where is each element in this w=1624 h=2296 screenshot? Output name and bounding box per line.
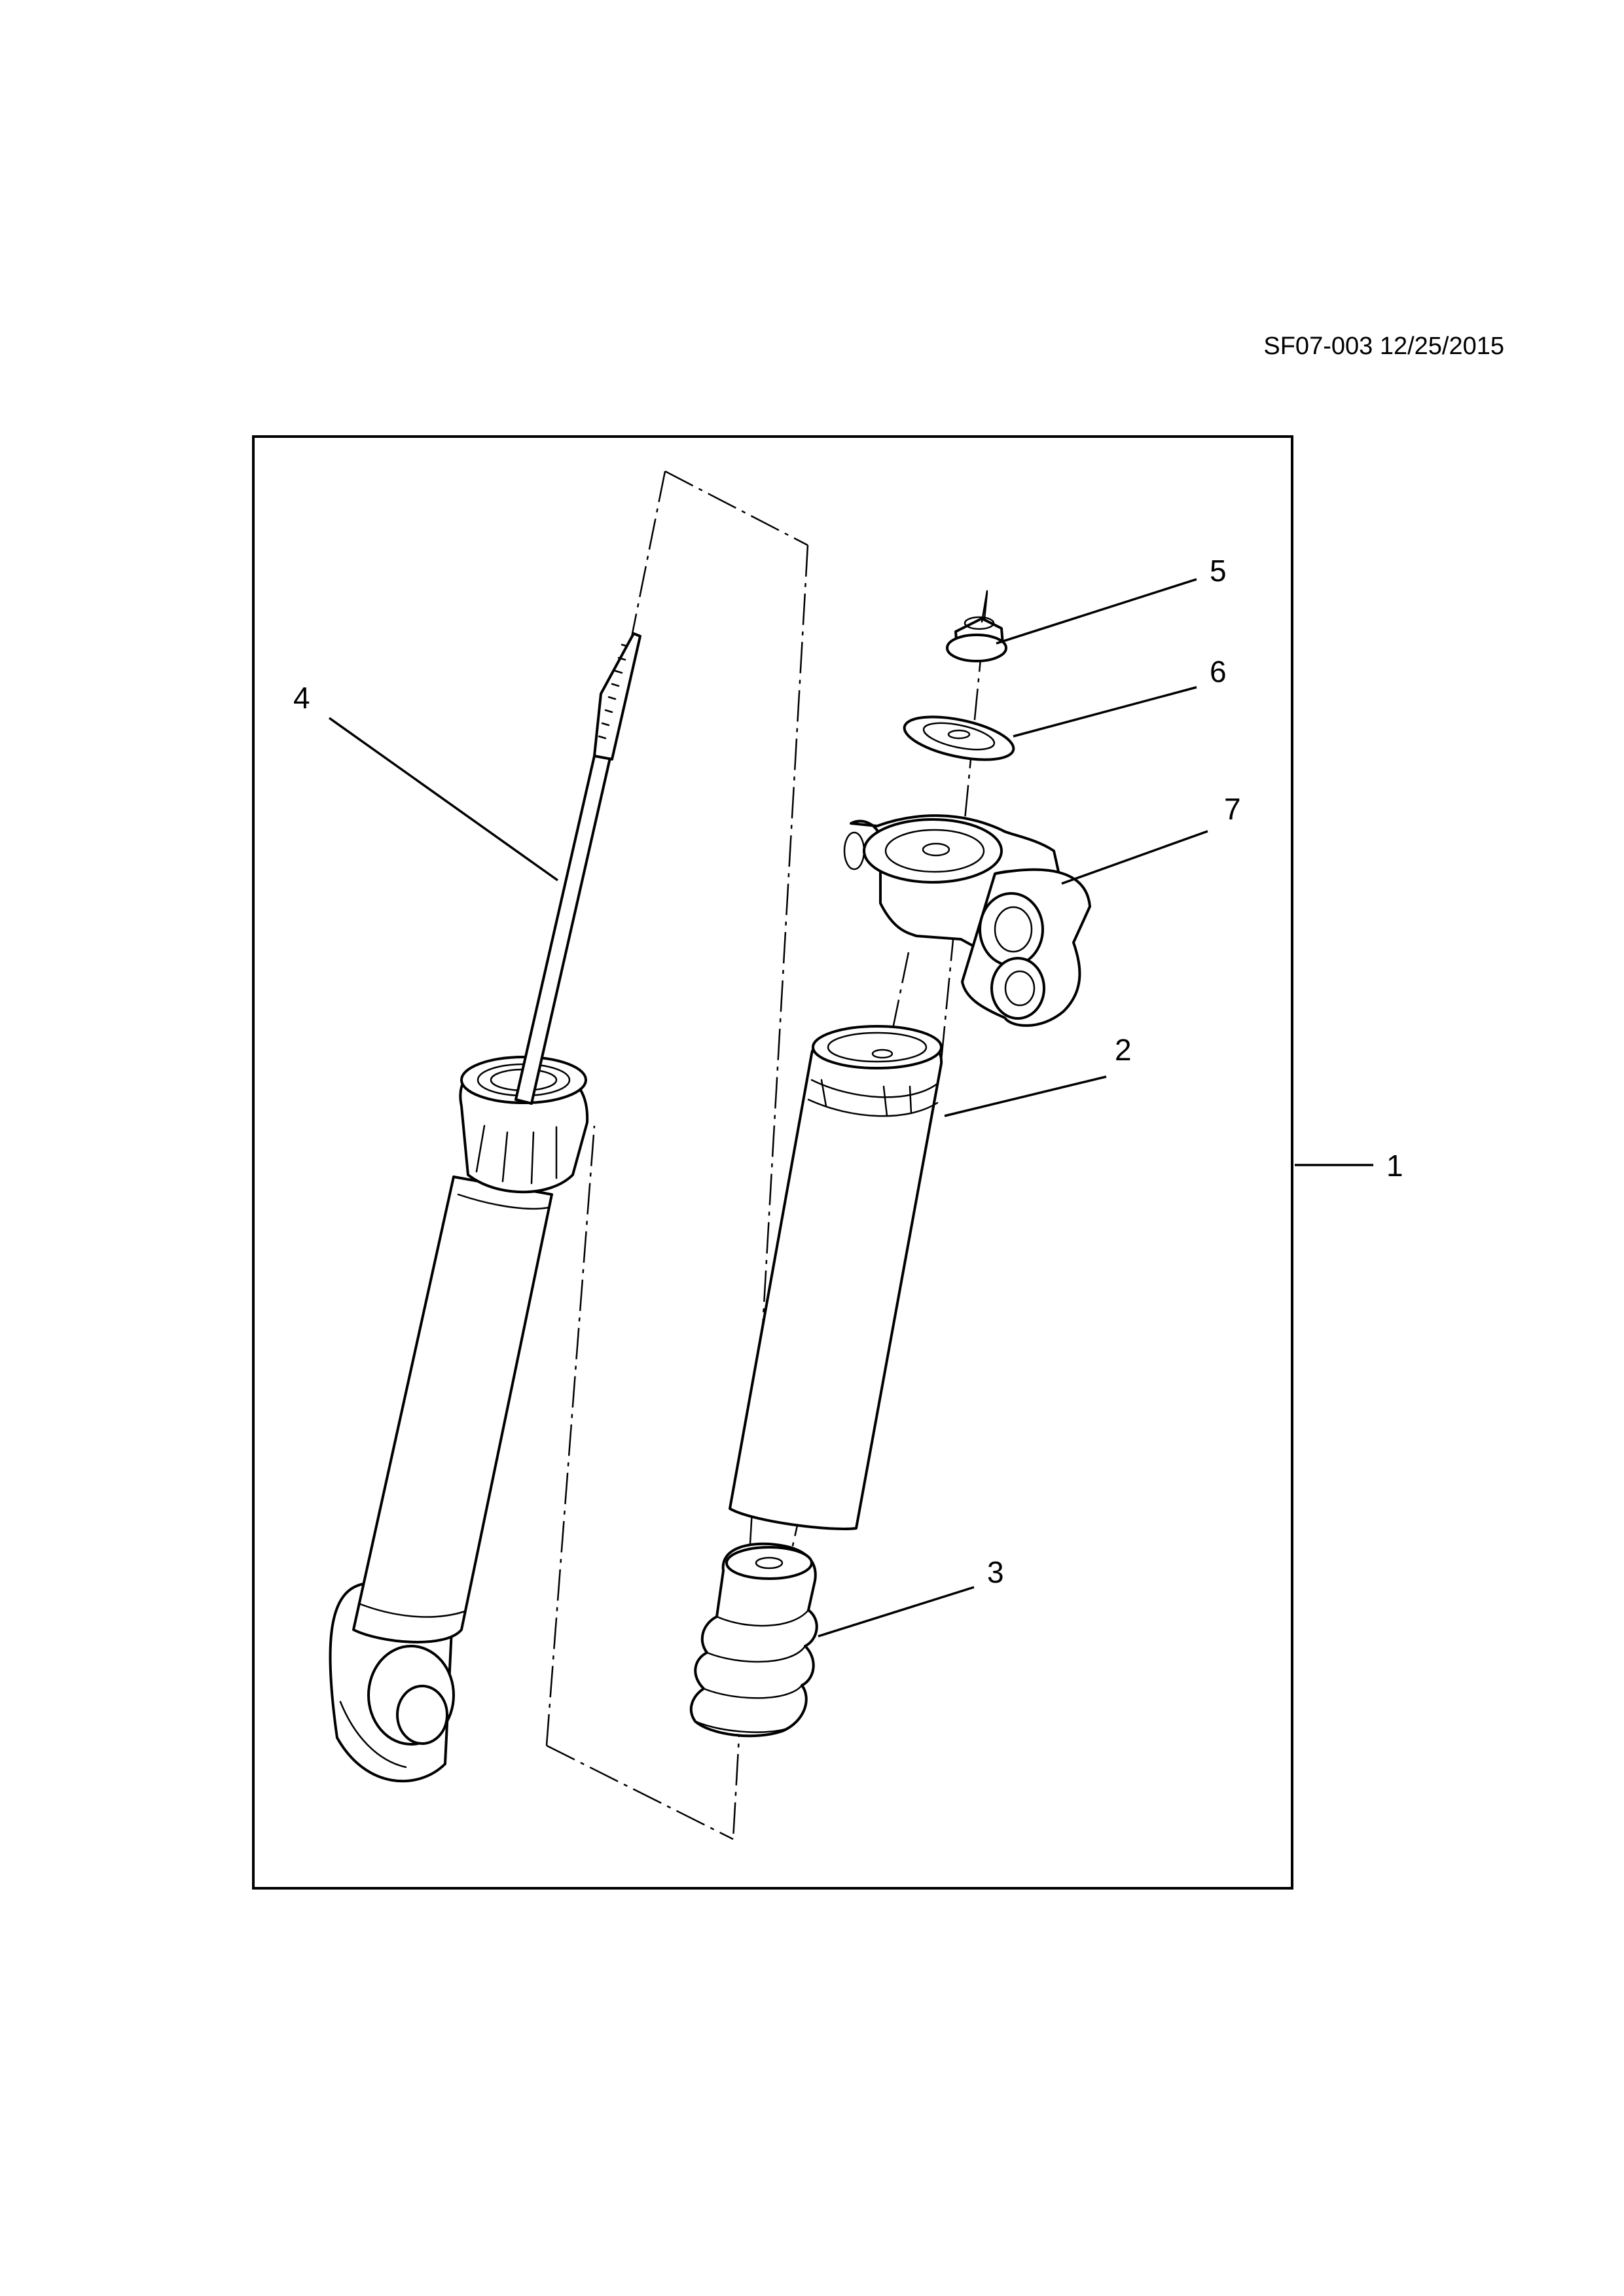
callout-2: 2 [1115, 1033, 1132, 1067]
flange-nut [946, 590, 1007, 662]
leader-lines [328, 578, 1373, 1638]
dust-boot [729, 1025, 943, 1530]
assembly-frame [252, 435, 1293, 1890]
bump-stop [689, 1542, 818, 1738]
piston-rod [514, 755, 611, 1105]
document-reference: SF07-003 12/25/2015 [1263, 332, 1504, 360]
shock-body-tube [352, 1175, 553, 1643]
upper-mount-bracket [843, 814, 1091, 1027]
callout-1: 1 [1386, 1149, 1403, 1183]
callout-7: 7 [1224, 792, 1241, 826]
threaded-stud [593, 632, 641, 761]
shock-absorber [329, 632, 641, 1783]
callout-3: 3 [987, 1555, 1004, 1589]
washer [903, 715, 1015, 761]
callout-6: 6 [1210, 655, 1227, 689]
callout-4: 4 [293, 681, 310, 715]
callout-5: 5 [1210, 554, 1227, 588]
